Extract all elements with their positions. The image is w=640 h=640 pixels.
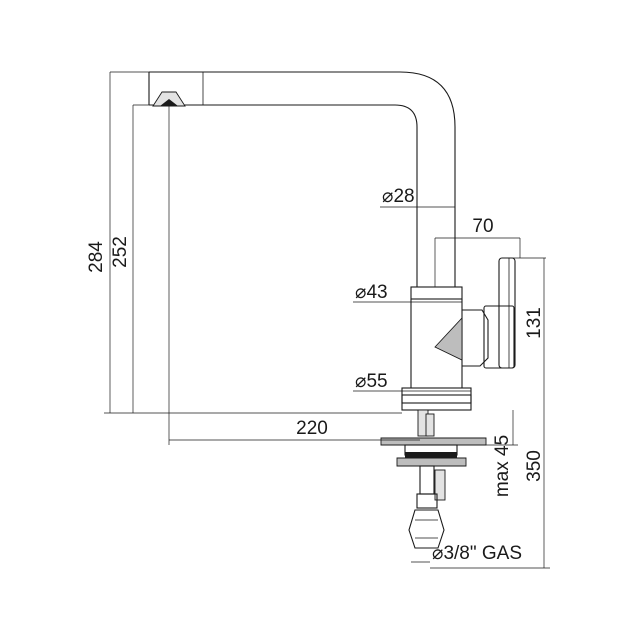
dimension-lines	[104, 71, 550, 569]
label-spout-reach: 220	[296, 418, 328, 439]
label-base-diameter: ⌀55	[355, 371, 388, 392]
label-overall-height: 284	[86, 241, 107, 273]
label-lever-height: 131	[524, 307, 545, 339]
dimension-labels: 284 252 220 70 131 350 max 45 ⌀28 ⌀43 ⌀5…	[86, 186, 545, 564]
label-spout-height: 252	[110, 236, 131, 268]
label-body-diameter: ⌀43	[355, 282, 388, 303]
label-tube-diameter: ⌀28	[382, 186, 415, 207]
label-handle-length: 70	[472, 216, 493, 237]
label-max-deck: max 45	[492, 435, 513, 497]
mounting-kit	[380, 409, 487, 549]
faucet-body	[401, 257, 516, 411]
label-hose-length: 350	[524, 450, 545, 482]
label-connection: ⌀3/8" GAS	[432, 543, 522, 564]
faucet-spout	[148, 71, 456, 287]
